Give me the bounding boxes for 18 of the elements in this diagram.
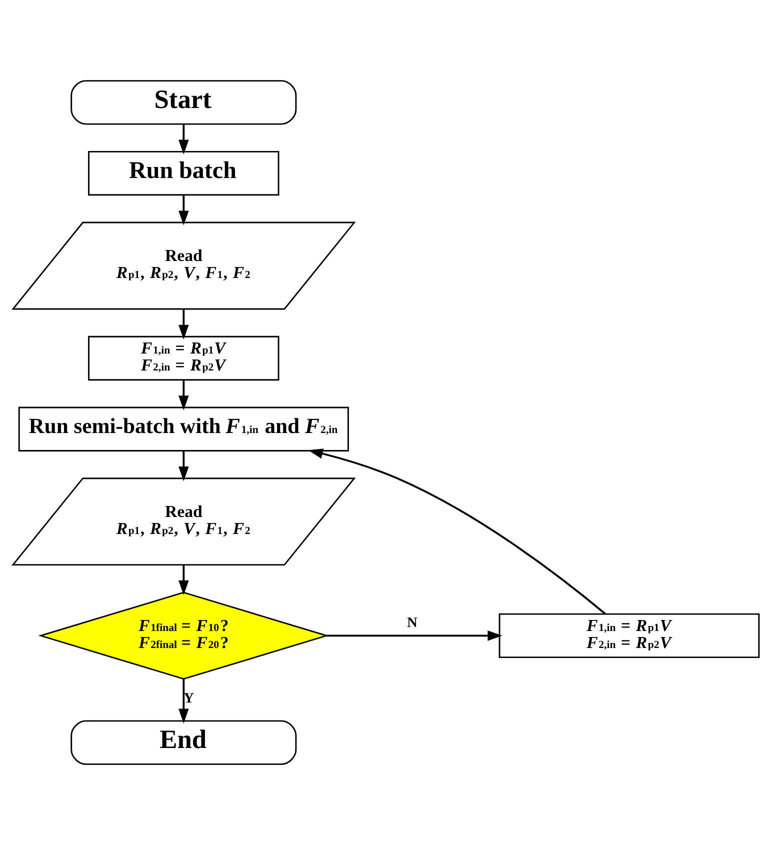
node-box: Run semi-batch with F1,in and F2,in (18, 406, 349, 452)
arrow (178, 565, 189, 596)
arrow (326, 630, 502, 641)
node-diamond: F1final = F10? F2final = F20? (38, 592, 330, 680)
node-box: F1,in = Rp1V F2,in = Rp2V (88, 336, 280, 381)
node-box: F1,in = Rp1V F2,in = Rp2V (498, 613, 760, 658)
node-box: Start (70, 80, 297, 125)
arrow (178, 380, 189, 410)
arrow (178, 309, 189, 340)
arrow (178, 450, 189, 482)
edge-label: N (407, 614, 418, 631)
edge-label: Y (184, 690, 194, 706)
arrow (178, 679, 189, 724)
arrow (178, 194, 189, 226)
node-box: End (70, 720, 297, 765)
arrow (308, 448, 606, 615)
arrow (178, 124, 189, 154)
node-box: Run batch (88, 150, 280, 196)
